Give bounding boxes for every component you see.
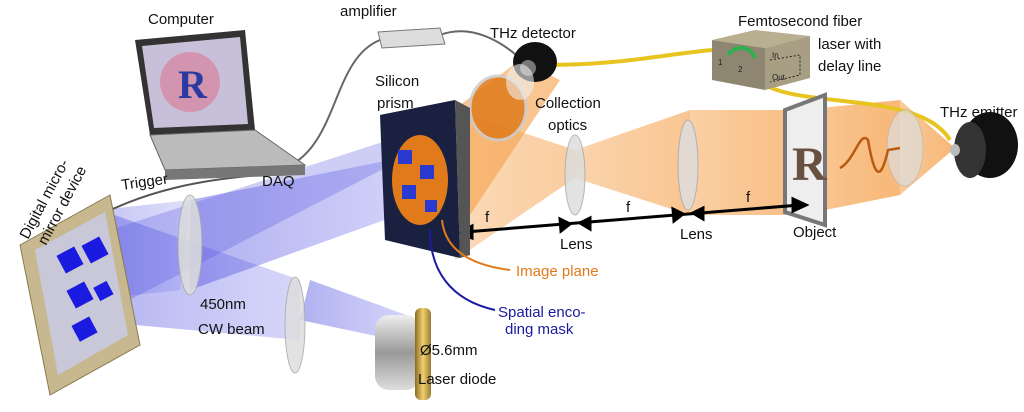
mask-pointer bbox=[429, 229, 496, 311]
focal-label-2: f bbox=[626, 199, 631, 216]
image-plane-label: Image plane bbox=[516, 263, 599, 280]
laser-out-label: Out bbox=[772, 73, 786, 82]
fiber-detector bbox=[544, 48, 713, 67]
amplifier bbox=[377, 27, 446, 49]
computer: R bbox=[135, 30, 307, 180]
laser-port-2: 2 bbox=[738, 65, 743, 74]
laser-label-1: Femtosecond fiber bbox=[738, 13, 862, 30]
object-letter: R bbox=[792, 138, 828, 191]
silicon-prism bbox=[380, 100, 470, 258]
lens-1-label: Lens bbox=[560, 236, 593, 253]
beam-label-2: CW beam bbox=[198, 321, 265, 338]
object: R bbox=[783, 92, 828, 228]
trigger-label: Trigger bbox=[120, 171, 169, 194]
thz-detector-label: THz detector bbox=[490, 25, 576, 42]
thz-emitter-label: THz emitter bbox=[940, 104, 1018, 121]
focal-label-3: f bbox=[746, 189, 751, 206]
femtosecond-laser: 1 2 In Out bbox=[712, 30, 810, 90]
digital-micromirror-device bbox=[19, 194, 141, 396]
thz-emitter bbox=[950, 112, 1018, 178]
mask-label-1: Spatial enco- bbox=[498, 304, 586, 321]
laser-label-3: delay line bbox=[818, 58, 881, 75]
laser-diode bbox=[375, 308, 431, 400]
collection-label-1: Collection bbox=[535, 95, 601, 112]
cw-lens-2 bbox=[284, 276, 306, 374]
focal-length-arrows bbox=[454, 196, 810, 241]
focal-label-1: f bbox=[485, 209, 490, 226]
fiber-emitter bbox=[758, 80, 952, 142]
prism-label-2: prism bbox=[377, 95, 414, 112]
diode-label-2: Laser diode bbox=[418, 371, 496, 388]
beam-label-1: 450nm bbox=[200, 296, 246, 313]
daq-label: DAQ bbox=[262, 173, 295, 190]
prism-label-1: Silicon bbox=[375, 73, 419, 90]
laser-in-label: In bbox=[772, 51, 779, 60]
collection-label-2: optics bbox=[548, 117, 587, 134]
emitter-lens bbox=[886, 109, 924, 187]
lens-2 bbox=[677, 119, 699, 211]
image-plane-pointer bbox=[441, 219, 511, 271]
lens-2-label: Lens bbox=[680, 226, 713, 243]
diode-label-1: Ø5.6mm bbox=[420, 342, 478, 359]
cw-lens-1 bbox=[177, 194, 203, 296]
mask-label-2: ding mask bbox=[505, 321, 574, 338]
laser-label-2: laser with bbox=[818, 36, 881, 53]
lens-1 bbox=[564, 134, 586, 216]
object-label: Object bbox=[793, 224, 837, 241]
thz-pulse-icon bbox=[839, 136, 901, 173]
screen-letter: R bbox=[178, 62, 208, 107]
laser-port-1: 1 bbox=[718, 58, 723, 67]
computer-label: Computer bbox=[148, 11, 214, 28]
amplifier-label: amplifier bbox=[340, 3, 397, 20]
